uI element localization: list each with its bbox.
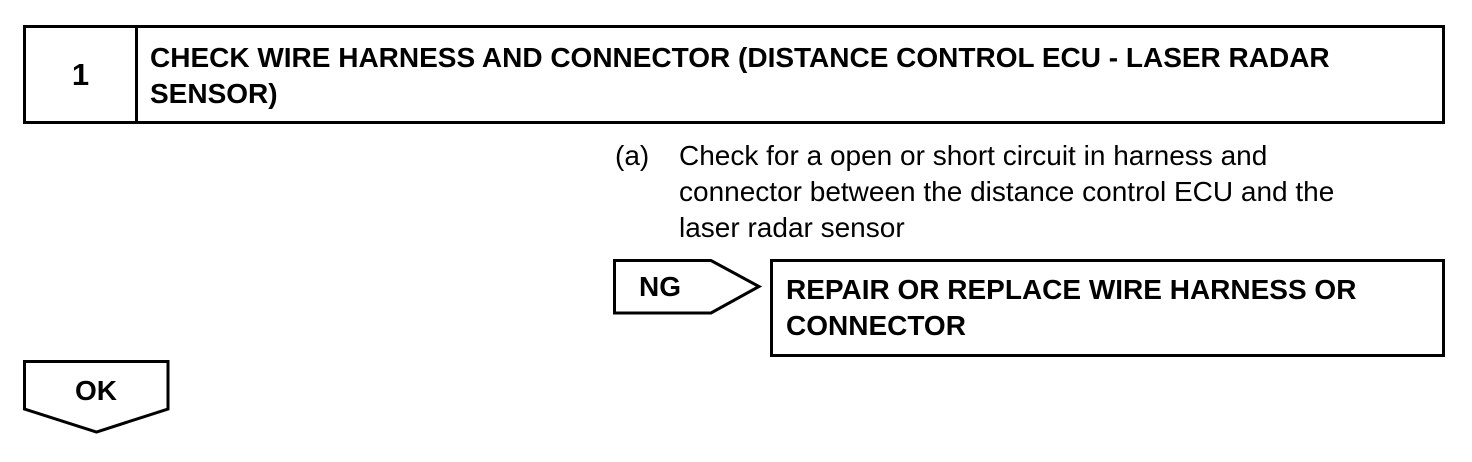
instruction-text: Check for a open or short circuit in har…	[679, 140, 1335, 243]
step-title: CHECK WIRE HARNESS AND CONNECTOR (DISTAN…	[150, 42, 1330, 109]
step-number: 1	[26, 28, 138, 121]
ok-label: OK	[75, 375, 117, 406]
instruction-marker: (a)	[615, 140, 650, 171]
ok-flag: OK	[23, 360, 171, 435]
ng-arrow-icon	[613, 259, 763, 315]
instruction-item: (a) Check for a open or short circuit in…	[615, 138, 1375, 246]
ok-arrow-down-icon	[23, 360, 170, 434]
ng-label: NG	[639, 271, 681, 302]
ng-action-box: REPAIR OR REPLACE WIRE HARNESS OR CONNEC…	[770, 259, 1445, 357]
step-header: 1 CHECK WIRE HARNESS AND CONNECTOR (DIST…	[23, 25, 1445, 124]
ng-flag: NG	[613, 259, 763, 315]
